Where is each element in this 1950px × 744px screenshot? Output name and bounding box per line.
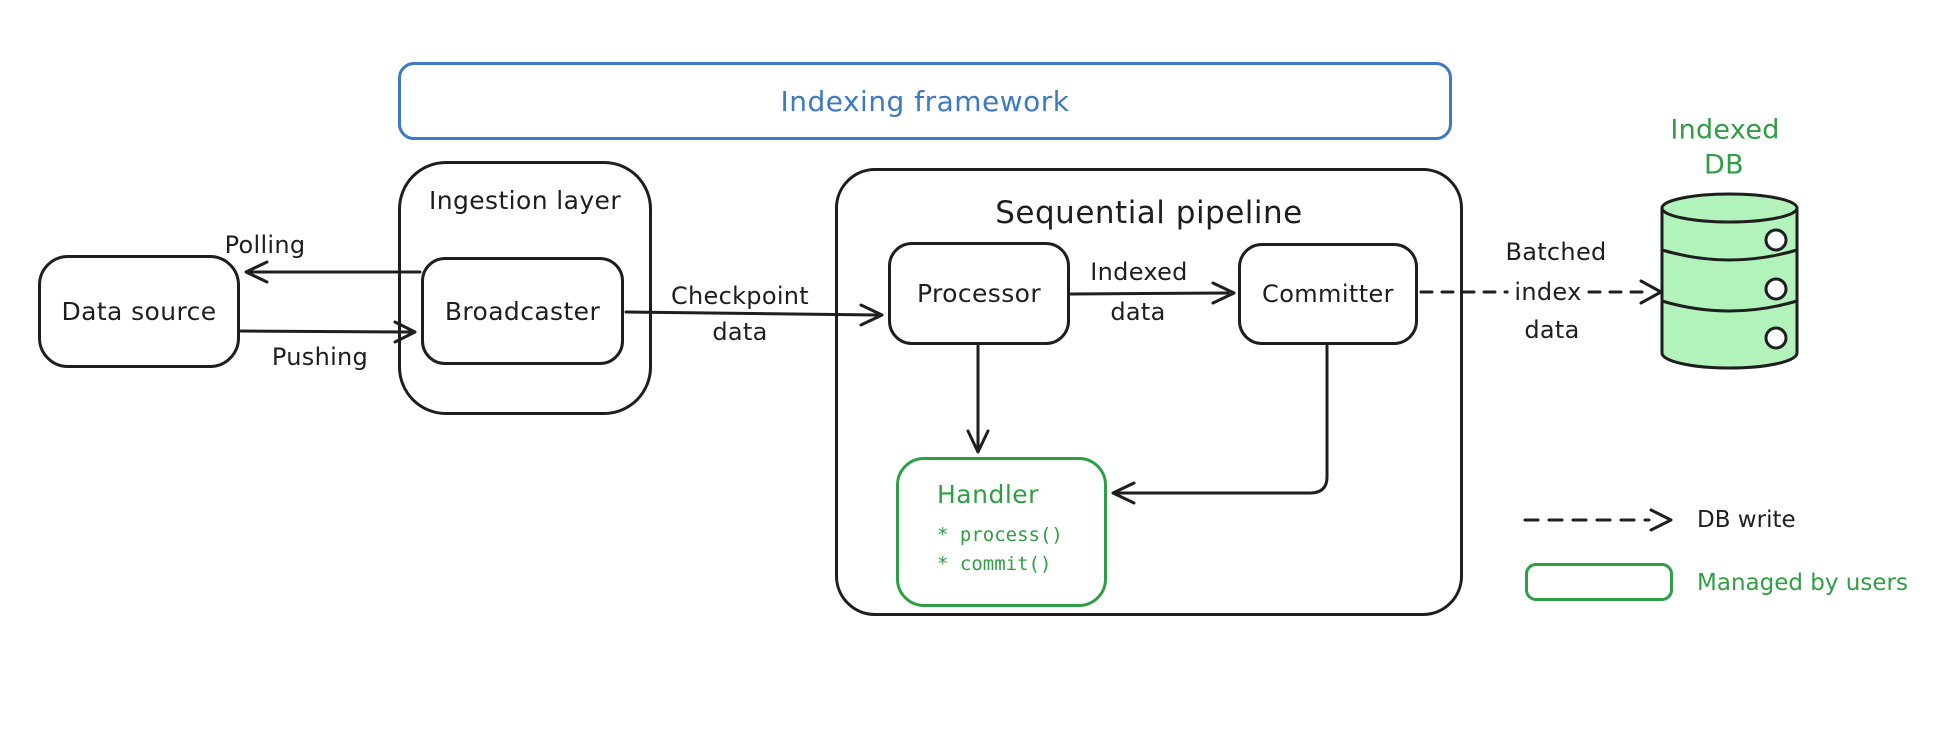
ingestion-layer-label: Ingestion layer	[428, 186, 622, 215]
batched-label-line2: index	[1508, 278, 1588, 306]
processor-box: Processor	[888, 242, 1070, 345]
sequential-pipeline-label: Sequential pipeline	[995, 195, 1303, 231]
batched-label-line1: Batched	[1505, 238, 1607, 266]
indexing-framework-frame: Indexing framework	[398, 62, 1452, 140]
committer-box: Committer	[1238, 243, 1418, 345]
polling-arrow	[244, 260, 422, 284]
data-source-box: Data source	[38, 255, 240, 368]
handler-title: Handler	[937, 480, 1039, 509]
committer-label: Committer	[1262, 280, 1394, 308]
broadcaster-box: Broadcaster	[421, 257, 624, 365]
pushing-label: Pushing	[271, 343, 369, 371]
processor-label: Processor	[916, 279, 1041, 308]
checkpoint-label-line2: data	[712, 318, 768, 346]
batched-label-line3: data	[1524, 316, 1580, 344]
data-source-label: Data source	[61, 297, 217, 326]
database-icon	[1660, 192, 1799, 370]
sequential-pipeline-box: Sequential pipeline	[835, 168, 1463, 616]
indexed-data-label-line1: Indexed	[1090, 258, 1188, 286]
handler-method-process: * process()	[937, 524, 1063, 546]
broadcaster-label: Broadcaster	[444, 296, 601, 326]
db-write-legend-label: DB write	[1697, 507, 1796, 533]
indexed-db-label-line2: DB	[1704, 149, 1744, 181]
indexed-data-label-line2: data	[1110, 298, 1166, 326]
ingestion-layer-box: Ingestion layer	[398, 161, 652, 415]
indexing-framework-title: Indexing framework	[780, 84, 1070, 118]
db-write-legend-arrow	[1523, 508, 1673, 532]
handler-box: Handler * process() * commit()	[896, 457, 1107, 607]
pushing-arrow	[239, 320, 417, 344]
indexed-db-label-line1: Indexed	[1670, 114, 1780, 146]
handler-method-commit: * commit()	[937, 553, 1052, 576]
managed-by-users-legend-label: Managed by users	[1697, 570, 1908, 596]
managed-by-users-swatch	[1525, 563, 1673, 601]
checkpoint-label-line1: Checkpoint	[670, 282, 810, 310]
polling-label: Polling	[224, 231, 306, 259]
